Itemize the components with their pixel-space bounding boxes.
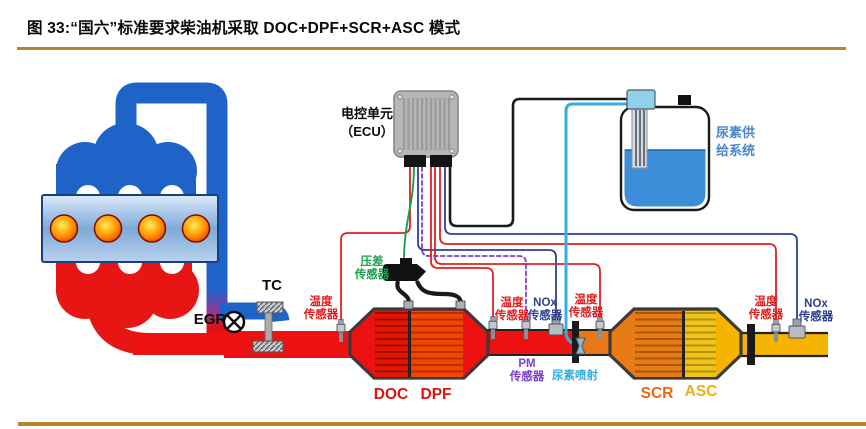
scr-label: SCR (640, 385, 674, 402)
temp-sensor-label-1: 温度传感器 (303, 296, 339, 321)
urea-supply-label: 尿素供 给系统 (716, 125, 756, 158)
turbocharger-icon (219, 301, 290, 353)
urea-tank-icon (619, 89, 711, 212)
engine-block-icon (41, 194, 219, 263)
egr-valve-icon (222, 310, 246, 334)
urea-feed-line (564, 102, 644, 347)
turbocharger-label: TC (262, 277, 282, 294)
exhaust-manifold-icon (56, 250, 199, 355)
exhaust-pipe-hot (133, 331, 358, 358)
wire-nox-post-dpf (417, 166, 557, 321)
temp-sensor-label-4: 温度传感器 (748, 296, 784, 321)
wire-pm-sensor (421, 166, 527, 321)
doc-dpf-canister (348, 307, 490, 380)
temp-sensor-label-2: 温度传感器 (494, 297, 530, 322)
injector-flange (572, 321, 579, 363)
bottom-rule (18, 422, 866, 426)
title-underline (17, 47, 846, 50)
scr-asc-canister (608, 307, 743, 380)
wire-urea-tank (448, 97, 642, 228)
temp-sensor-label-3: 温度传感器 (568, 294, 604, 319)
tank-pump-cap (626, 89, 656, 110)
doc-label: DOC (373, 386, 409, 403)
wiring-harness (340, 97, 798, 347)
intake-pipe-loop (115, 82, 228, 320)
wire-temp-pre-scr (434, 166, 601, 321)
urea-injector-icon (575, 337, 586, 355)
tail-flange (747, 324, 755, 365)
ecu-icon (393, 90, 459, 167)
wire-temp-pre-doc (340, 166, 411, 325)
wire-nox-tailpipe (444, 166, 798, 323)
pressure-sensor-label: 压差传感器 (354, 256, 390, 281)
pressure-sensor-icon (383, 258, 466, 310)
figure-title: 图 33:“国六”标准要求柴油机采取 DOC+DPF+SCR+ASC 模式 (27, 20, 461, 37)
nox-sensor-icon-2 (788, 318, 806, 339)
wire-pressure-sensor (403, 166, 415, 262)
egr-label: EGR (193, 311, 227, 328)
nox-sensor-icon-1 (548, 316, 564, 336)
urea-injection-label: 尿素喷射 (552, 370, 598, 382)
asc-label: ASC (684, 383, 718, 400)
tank-filler-cap (678, 95, 691, 105)
wire-temp-post-scr (439, 166, 777, 323)
ecu-label: 电控单元 （ECU） (340, 106, 394, 140)
dpf-label: DPF (420, 386, 452, 403)
wire-temp-post-dpf (430, 166, 494, 321)
